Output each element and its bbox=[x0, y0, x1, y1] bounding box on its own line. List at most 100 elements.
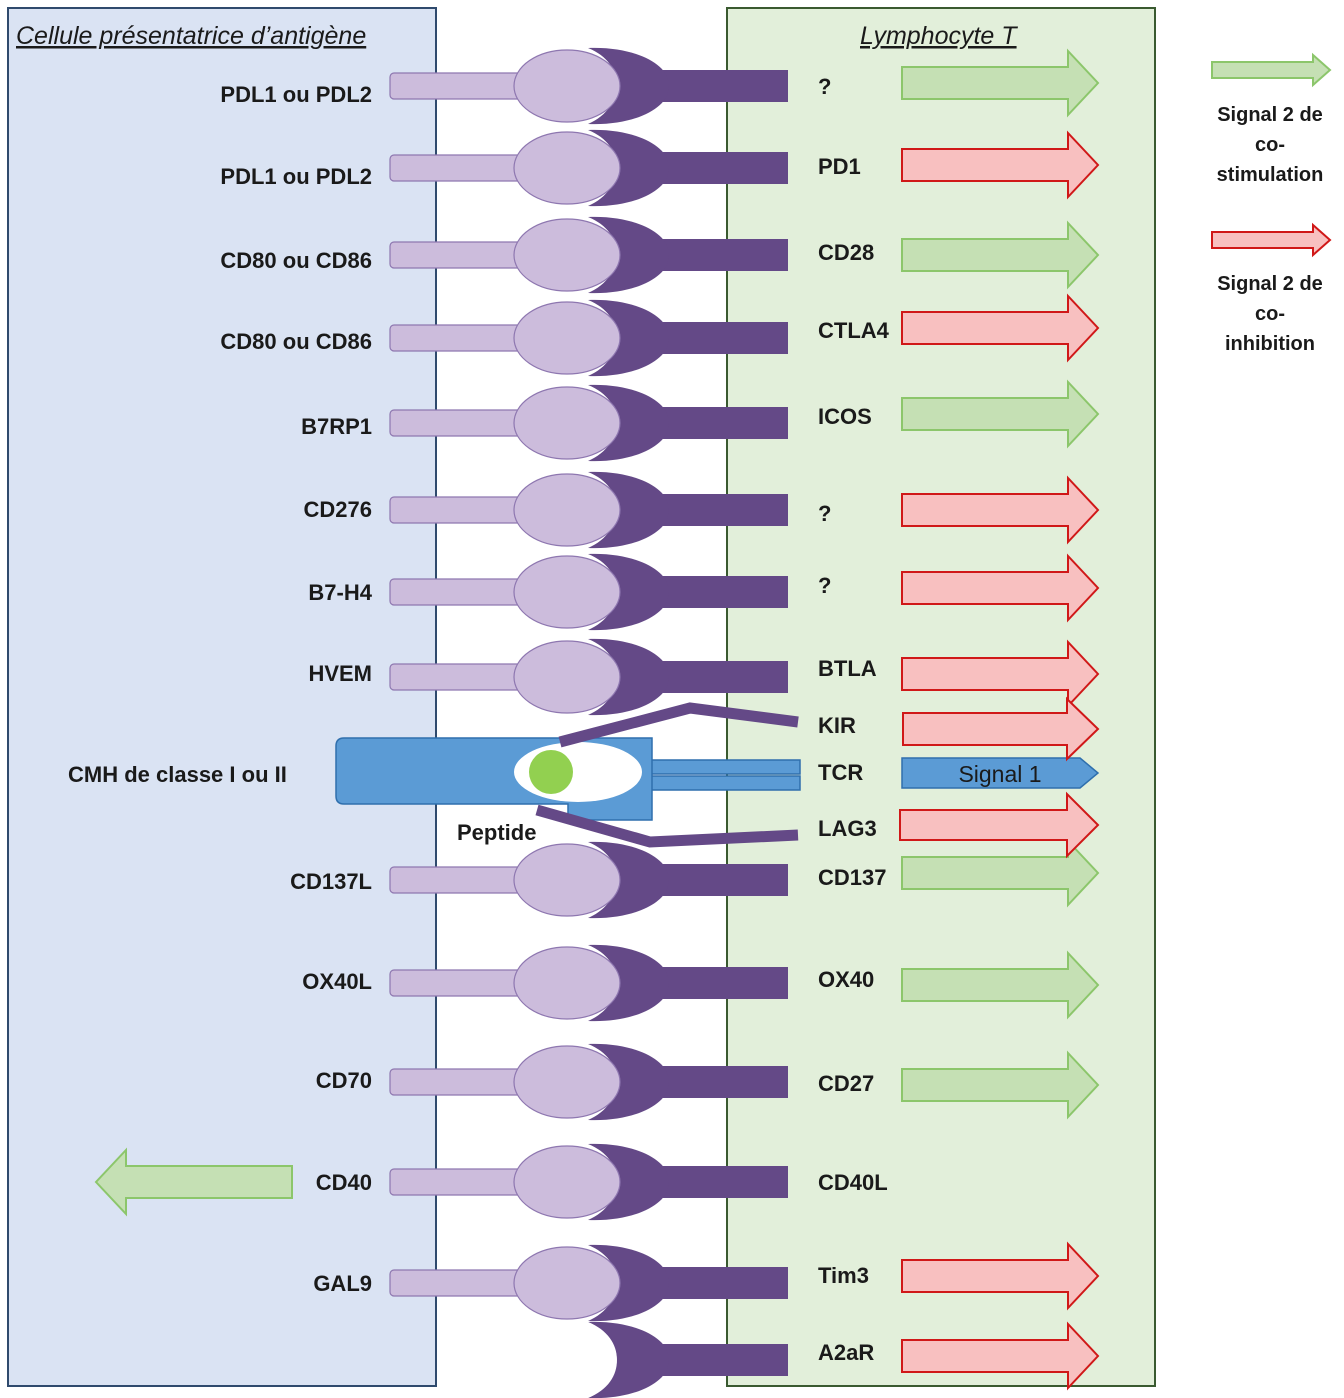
receptor-cup bbox=[588, 1143, 669, 1221]
coinhibition-arrow bbox=[901, 130, 1100, 200]
ligand-label: CD137L bbox=[290, 869, 372, 894]
costimulation-arrow bbox=[901, 220, 1100, 290]
ligand-label: PDL1 ou PDL2 bbox=[220, 164, 372, 189]
ligand-head bbox=[513, 1246, 621, 1320]
receptor-cup bbox=[588, 1244, 669, 1322]
costimulation-arrow bbox=[901, 379, 1100, 449]
receptor-label: A2aR bbox=[818, 1340, 874, 1365]
ligand-head bbox=[513, 555, 621, 629]
tcr-chain-upper bbox=[639, 759, 801, 775]
receptor-cup bbox=[588, 638, 669, 716]
ligand-label: PDL1 ou PDL2 bbox=[220, 82, 372, 107]
ligand-head bbox=[513, 946, 621, 1020]
costimulation-arrow bbox=[901, 1050, 1100, 1120]
receptor-cup bbox=[588, 1043, 669, 1121]
pair-row: OX40L OX40 bbox=[302, 944, 1100, 1022]
pair-row: HVEM BTLA bbox=[308, 638, 1100, 716]
receptor-cup bbox=[588, 216, 669, 294]
receptor-cup bbox=[588, 841, 669, 919]
reverse-costimulation-arrow bbox=[94, 1147, 293, 1217]
ligand-head bbox=[513, 301, 621, 375]
legend-costim-line3: stimulation bbox=[1217, 164, 1324, 186]
receptor-label: CTLA4 bbox=[818, 318, 890, 343]
ligand-label: HVEM bbox=[308, 661, 372, 686]
mhc-label: CMH de classe I ou II bbox=[68, 762, 287, 787]
pair-row: CD276? bbox=[304, 471, 1100, 549]
costimulation-arrow-icon bbox=[1211, 52, 1332, 88]
tcr-chain-lower bbox=[639, 775, 801, 791]
ligand-head bbox=[513, 131, 621, 205]
receptor-label: ? bbox=[818, 573, 831, 598]
pair-row: B7RP1 ICOS bbox=[301, 379, 1100, 462]
costimulation-arrow bbox=[901, 48, 1100, 118]
ligand-label: CD80 ou CD86 bbox=[220, 329, 372, 354]
pair-row: CD40 CD40L bbox=[94, 1143, 888, 1221]
receptor-label: BTLA bbox=[818, 656, 877, 681]
pair-row: A2aR bbox=[588, 1321, 1100, 1398]
ligand-label: CD80 ou CD86 bbox=[220, 248, 372, 273]
receptor-label: ? bbox=[818, 501, 831, 526]
receptor-cup bbox=[588, 299, 669, 377]
ligand-label: CD40 bbox=[316, 1170, 372, 1195]
peptide-icon bbox=[529, 750, 573, 794]
kir-receptor bbox=[558, 702, 799, 748]
empty-binding-site bbox=[588, 1322, 617, 1398]
ligand-head bbox=[513, 640, 621, 714]
coinhibition-arrow-icon bbox=[1211, 222, 1332, 258]
ligand-head bbox=[513, 218, 621, 292]
legend-costim-line2: co- bbox=[1255, 134, 1285, 156]
receptor-cup bbox=[588, 944, 669, 1022]
kir-label: KIR bbox=[818, 713, 856, 738]
ligand-stalk bbox=[389, 1168, 531, 1196]
receptor-label: CD137 bbox=[818, 865, 886, 890]
coinhibition-arrow bbox=[901, 475, 1100, 545]
ligand-head bbox=[513, 1045, 621, 1119]
ligand-stalk bbox=[389, 154, 531, 182]
legend-coinhib-line2: co- bbox=[1255, 303, 1285, 325]
ligand-stalk bbox=[389, 241, 531, 269]
receptor-label: CD40L bbox=[818, 1170, 888, 1195]
ligand-label: CD276 bbox=[304, 497, 372, 522]
coinhibition-arrow bbox=[901, 1241, 1100, 1311]
lag3-receptor bbox=[535, 804, 799, 848]
ligand-stalk bbox=[389, 496, 531, 524]
ligand-stalk bbox=[389, 578, 531, 606]
ligand-stalk bbox=[389, 969, 531, 997]
ligand-stalk bbox=[389, 324, 531, 352]
signal1-label: Signal 1 bbox=[958, 761, 1041, 787]
signal1-arrow bbox=[901, 757, 1100, 789]
receptor-cup bbox=[588, 384, 669, 462]
apc-title: Cellule présentatrice d’antigène bbox=[16, 22, 366, 50]
coinhibition-arrow bbox=[901, 639, 1100, 709]
coinhibition-arrow bbox=[901, 1321, 1100, 1391]
ligand-head bbox=[513, 386, 621, 460]
ligand-label: OX40L bbox=[302, 969, 372, 994]
costimulation-arrow bbox=[901, 950, 1100, 1020]
ligand-label: B7-H4 bbox=[308, 580, 372, 605]
receptor-label: ICOS bbox=[818, 404, 872, 429]
legend: Signal 2 de co- stimulation Signal 2 de … bbox=[1211, 52, 1332, 355]
ligand-label: B7RP1 bbox=[301, 414, 372, 439]
ligand-stalk bbox=[389, 409, 531, 437]
lag3-coinhibition-arrow bbox=[899, 791, 1100, 859]
pair-row: PDL1 ou PDL2? bbox=[220, 47, 1100, 125]
peptide-label: Peptide bbox=[457, 820, 536, 845]
receptor-cup bbox=[588, 1321, 669, 1398]
ligand-stalk bbox=[389, 1269, 531, 1297]
receptor-cup bbox=[588, 471, 669, 549]
pair-row: CD80 ou CD86 CTLA4 bbox=[220, 293, 1100, 377]
receptor-cup bbox=[588, 129, 669, 207]
coinhibition-arrow bbox=[901, 553, 1100, 623]
ligand-stalk bbox=[389, 866, 531, 894]
tcr-label: TCR bbox=[818, 760, 863, 785]
ligand-label: CD70 bbox=[316, 1068, 372, 1093]
receptor-cup bbox=[588, 47, 669, 125]
receptor-label: OX40 bbox=[818, 967, 874, 992]
kir-coinhibition-arrow bbox=[902, 696, 1100, 762]
tcell-region bbox=[726, 7, 1156, 1387]
lag3-label: LAG3 bbox=[818, 816, 877, 841]
pair-row: CD137L CD137 bbox=[290, 838, 1100, 919]
